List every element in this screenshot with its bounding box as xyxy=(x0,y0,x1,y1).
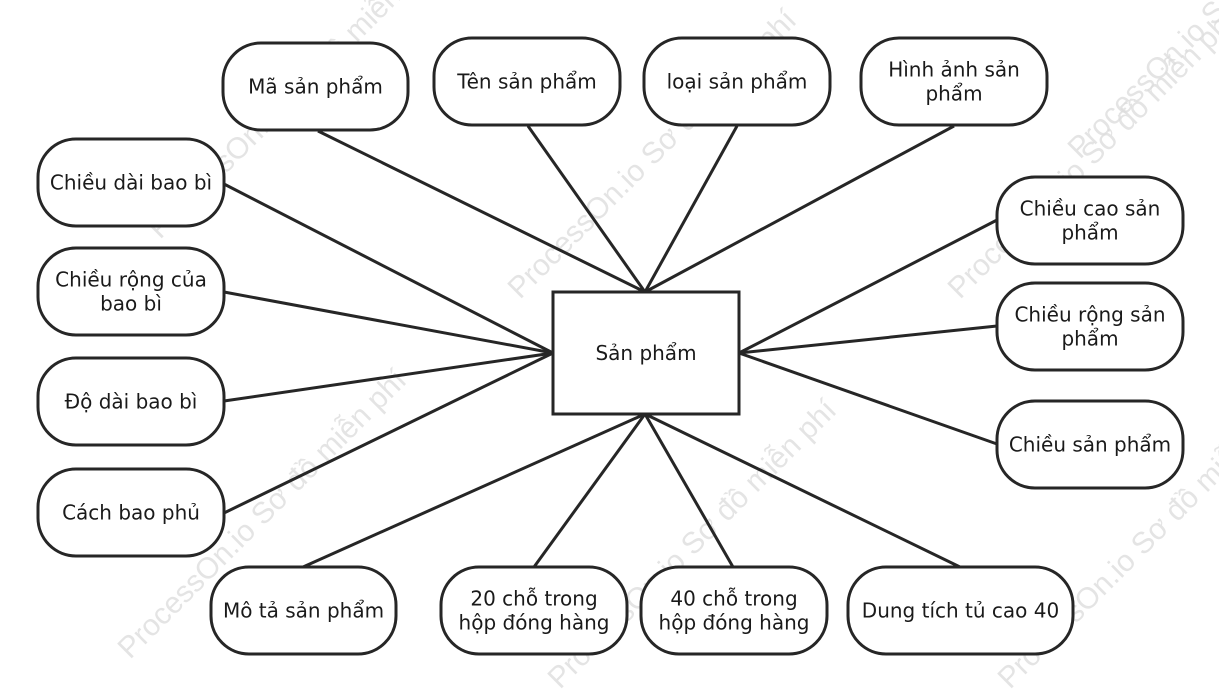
connector-hinh-anh-san-pham xyxy=(644,124,955,294)
watermark-text: ProcessOn.io Sơ đồ miễn phí xyxy=(1062,0,1219,165)
node-20-cho-trong-hop-dong-hang-shape xyxy=(439,565,629,656)
node-chieu-rong-san-pham-label: Chiều rộng sản xyxy=(1014,303,1165,327)
node-san-pham-center[interactable]: Sản phẩm xyxy=(551,290,741,416)
node-chieu-san-pham-label: Chiều sản phẩm xyxy=(1009,433,1171,457)
node-40-cho-trong-hop-dong-hang-shape xyxy=(639,565,829,656)
node-40-cho-trong-hop-dong-hang-label: 40 chỗ trong xyxy=(670,587,797,611)
node-chieu-rong-cua-bao-bi-label: Chiều rộng của xyxy=(55,268,207,292)
connector-chieu-cao-san-pham xyxy=(738,218,998,355)
connector-dung-tich-tu-cao-40 xyxy=(644,412,961,569)
node-40-cho-trong-hop-dong-hang-label: hộp đóng hàng xyxy=(659,611,810,635)
node-loai-san-pham-label: loại sản phẩm xyxy=(667,70,808,94)
node-chieu-san-pham-shape xyxy=(995,399,1185,490)
connector-chieu-san-pham xyxy=(738,351,998,446)
node-chieu-cao-san-pham-shape xyxy=(995,175,1185,266)
connector-mo-ta-san-pham xyxy=(302,412,646,569)
node-cach-bao-phu-shape xyxy=(36,467,226,558)
node-dung-tich-tu-cao-40-shape xyxy=(846,565,1075,656)
node-dung-tich-tu-cao-40-label: Dung tích tủ cao 40 xyxy=(862,599,1059,623)
connector-layer xyxy=(223,124,998,569)
node-chieu-rong-cua-bao-bi-shape xyxy=(36,246,226,337)
node-san-pham-center-shape xyxy=(551,290,741,416)
node-ma-san-pham-shape xyxy=(221,41,410,132)
node-20-cho-trong-hop-dong-hang-label: hộp đóng hàng xyxy=(459,611,610,635)
connector-do-dai-bao-bi xyxy=(223,351,554,403)
node-mo-ta-san-pham-shape xyxy=(209,565,398,656)
connector-ten-san-pham xyxy=(526,125,647,293)
node-chieu-cao-san-pham-label: phẩm xyxy=(1061,221,1118,245)
node-san-pham-center-label: Sản phẩm xyxy=(595,341,696,365)
node-mo-ta-san-pham-label: Mô tả sản phẩm xyxy=(223,599,384,623)
node-ma-san-pham[interactable]: Mã sản phẩm xyxy=(221,41,410,132)
node-do-dai-bao-bi-shape xyxy=(36,356,226,447)
connector-cach-bao-phu xyxy=(223,351,554,515)
node-ten-san-pham-shape xyxy=(432,36,622,127)
node-hinh-anh-san-pham-label: Hình ảnh sản xyxy=(888,58,1020,82)
connector-ma-san-pham xyxy=(317,129,646,294)
node-hinh-anh-san-pham-label: phẩm xyxy=(925,82,982,106)
connector-chieu-dai-bao-bi xyxy=(223,182,554,355)
node-chieu-san-pham[interactable]: Chiều sản phẩm xyxy=(995,399,1185,490)
node-do-dai-bao-bi-label: Độ dài bao bì xyxy=(65,390,198,414)
node-chieu-rong-san-pham-shape xyxy=(995,281,1185,372)
node-layer: Sản phẩm Mã sản phẩm Tên sản phẩm loại sản … xyxy=(36,36,1185,656)
connector-chieu-rong-cua-bao-bi xyxy=(223,290,554,355)
connector-loai-san-pham xyxy=(643,125,739,293)
node-loai-san-pham-shape xyxy=(642,36,832,127)
node-ma-san-pham-label: Mã sản phẩm xyxy=(248,75,383,99)
node-chieu-rong-cua-bao-bi-label: bao bì xyxy=(100,292,162,316)
node-cach-bao-phu-label: Cách bao phủ xyxy=(62,501,200,525)
node-cach-bao-phu[interactable]: Cách bao phủ xyxy=(36,467,226,558)
node-chieu-dai-bao-bi-shape xyxy=(36,137,226,228)
node-chieu-dai-bao-bi[interactable]: Chiều dài bao bì xyxy=(36,137,226,228)
node-loai-san-pham[interactable]: loại sản phẩm xyxy=(642,36,832,127)
node-20-cho-trong-hop-dong-hang-label: 20 chỗ trong xyxy=(470,587,597,611)
node-chieu-rong-san-pham-label: phẩm xyxy=(1061,327,1118,351)
node-hinh-anh-san-pham-shape xyxy=(859,36,1049,127)
node-mo-ta-san-pham[interactable]: Mô tả sản phẩm xyxy=(209,565,398,656)
node-do-dai-bao-bi[interactable]: Độ dài bao bì xyxy=(36,356,226,447)
connector-40-cho-trong-hop-dong-hang xyxy=(643,413,735,568)
connector-20-cho-trong-hop-dong-hang xyxy=(532,413,647,568)
node-chieu-dai-bao-bi-label: Chiều dài bao bì xyxy=(50,171,212,195)
node-chieu-cao-san-pham-label: Chiều cao sản xyxy=(1020,197,1161,221)
connector-chieu-rong-san-pham xyxy=(738,324,998,355)
node-dung-tich-tu-cao-40[interactable]: Dung tích tủ cao 40 xyxy=(846,565,1075,656)
node-ten-san-pham[interactable]: Tên sản phẩm xyxy=(432,36,622,127)
node-ten-san-pham-label: Tên sản phẩm xyxy=(456,70,597,94)
